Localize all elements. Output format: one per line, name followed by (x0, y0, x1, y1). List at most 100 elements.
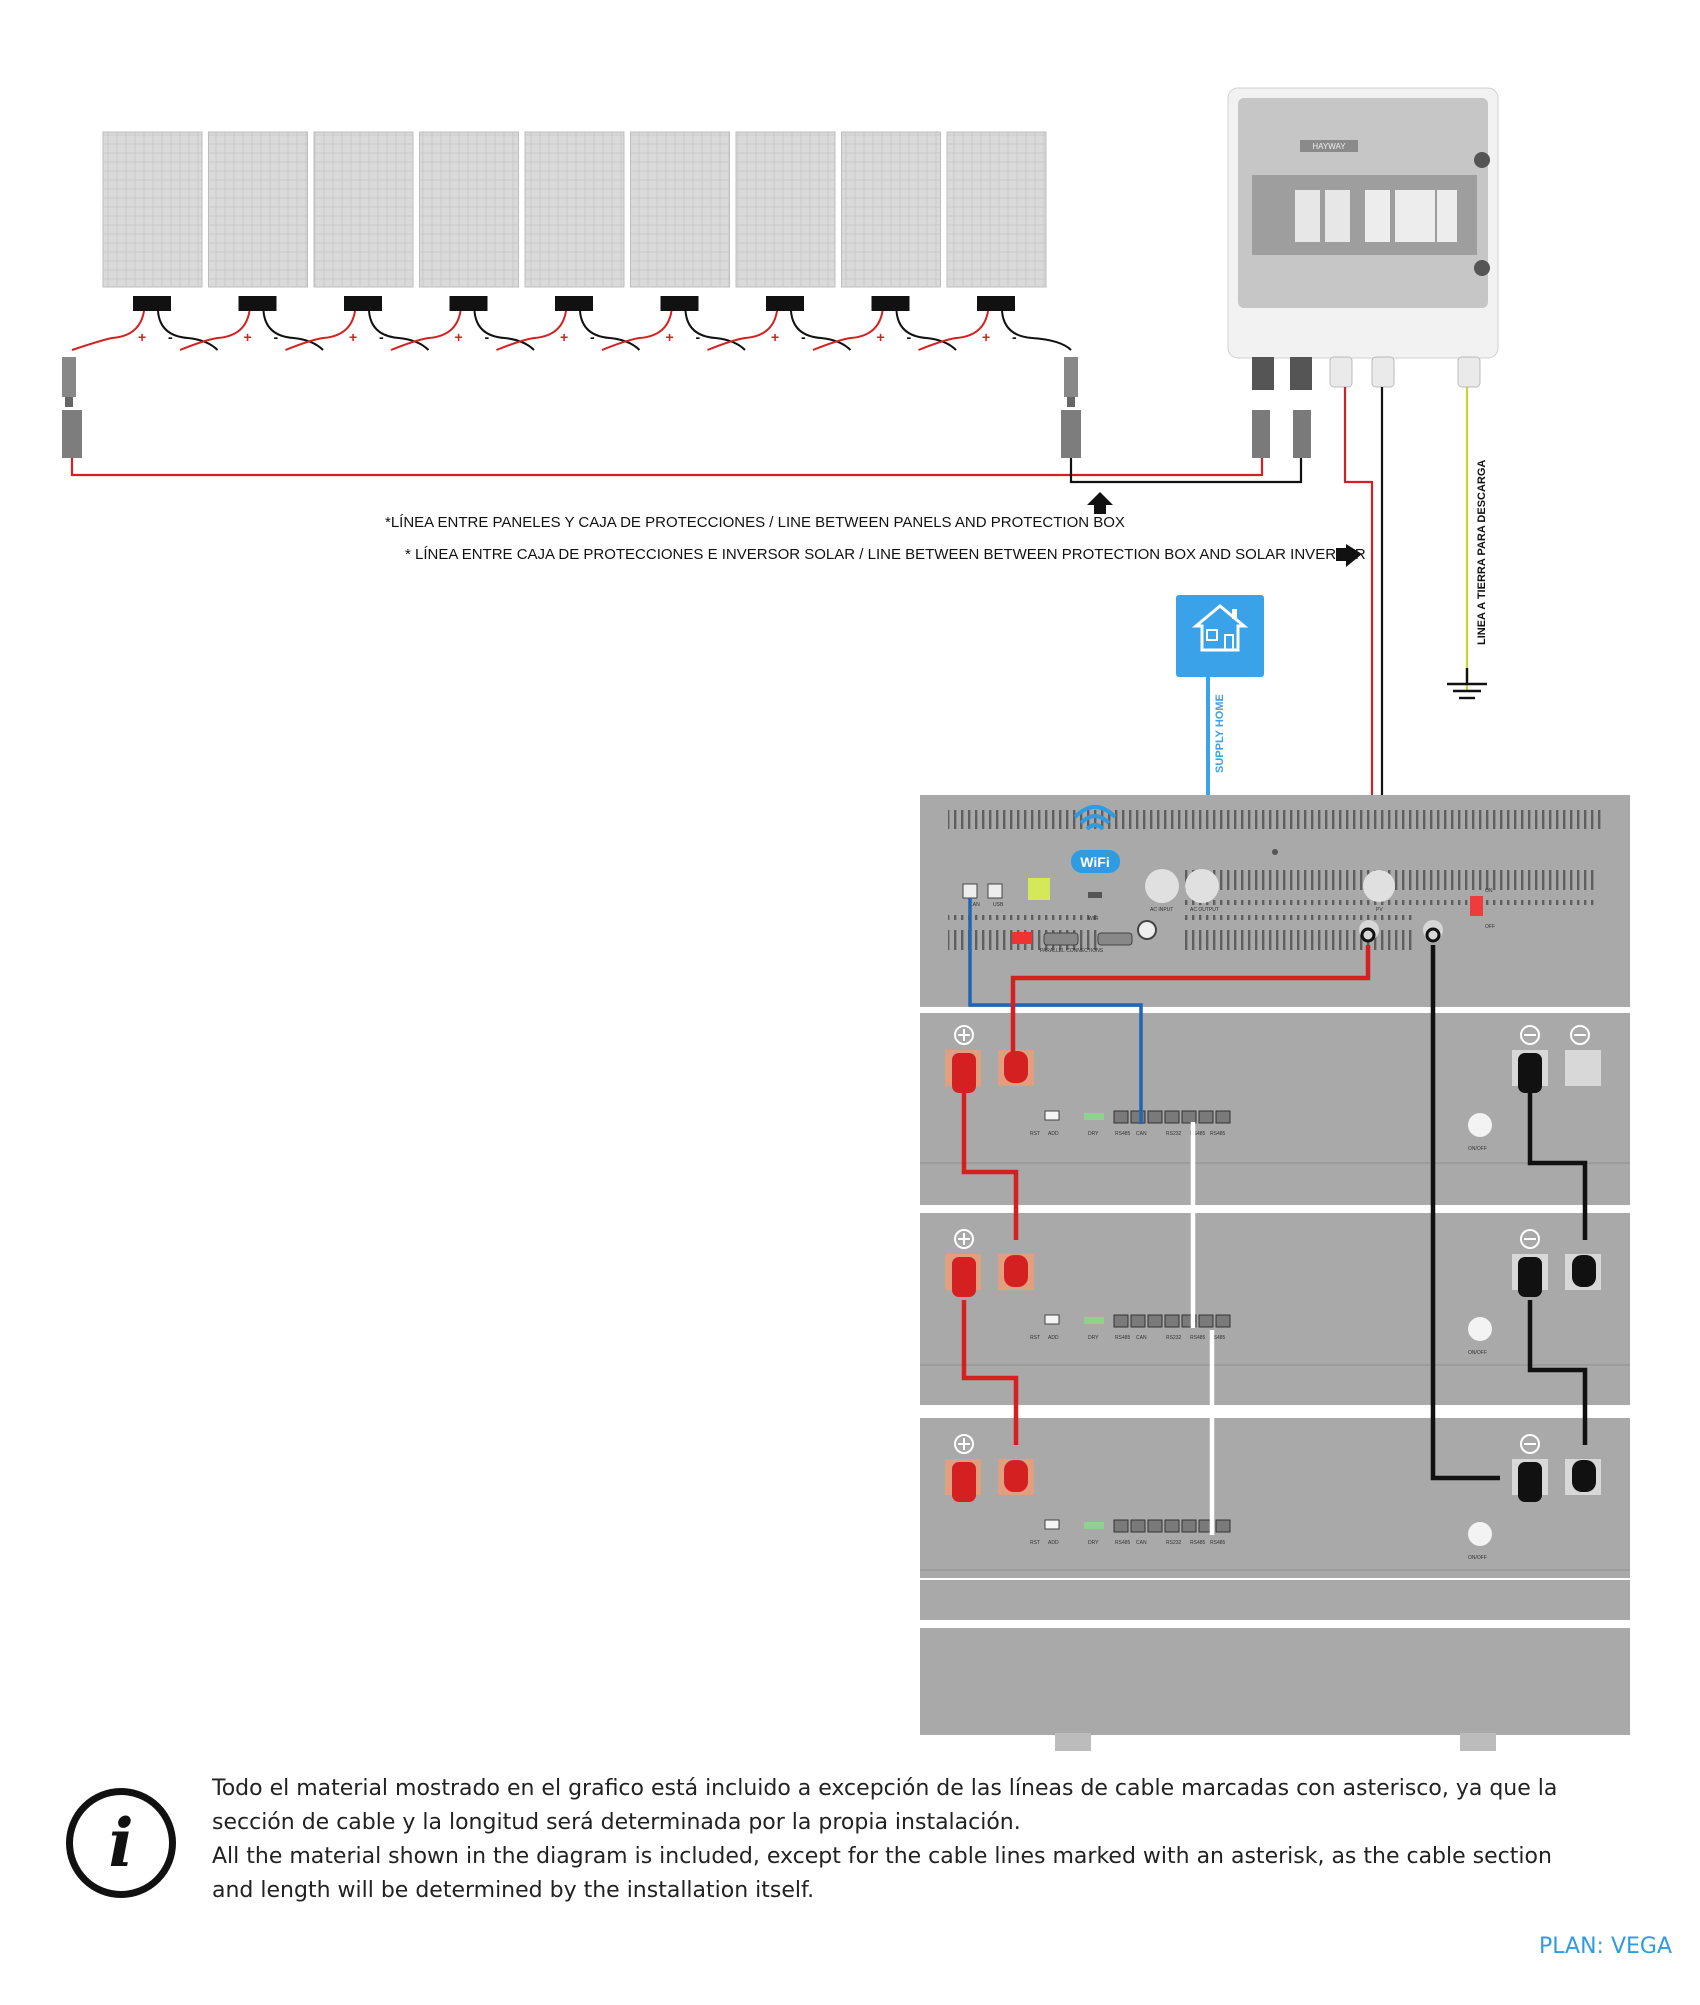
info-text-es-line1: Todo el material mostrado en el grafico … (212, 1776, 1558, 1801)
battery-port-label: RS485 (1190, 1335, 1206, 1341)
solar-panel: +- (601, 131, 746, 351)
battery-link-negative-1 (1527, 1088, 1588, 1240)
battery-link-positive-1 (961, 1088, 1019, 1240)
minus-sign: - (1012, 329, 1017, 345)
ac-input-label: AC INPUT (1150, 907, 1173, 913)
positive-symbol-icon (958, 1029, 970, 1041)
plus-sign: + (455, 329, 463, 345)
panel-positive-lead (179, 310, 251, 351)
mc4-connector-right (1061, 357, 1081, 458)
communication-cable (968, 898, 1143, 1124)
minus-sign: - (168, 329, 173, 345)
string-negative-cable (1069, 445, 1303, 484)
minus-sign: - (379, 329, 384, 345)
ground-icon (1447, 668, 1487, 700)
note-box-to-inverter: * LÍNEA ENTRE CAJA DE PROTECCIONES E INV… (405, 546, 1366, 563)
junction-box (977, 296, 1015, 311)
panel-negative-lead (368, 310, 430, 351)
on-label: ON (1485, 888, 1493, 894)
panel-positive-lead (285, 310, 356, 351)
battery-power-button[interactable] (1468, 1113, 1492, 1137)
panel-positive-lead (812, 310, 884, 351)
junction-box (344, 296, 382, 311)
battery-link-positive-2 (961, 1300, 1019, 1445)
junction-box (660, 296, 699, 311)
plan-label: PLAN: VEGA (1539, 1934, 1672, 1959)
parallel-label: PARALLEL CONNECTIONS (1040, 948, 1104, 954)
battery-port-label: CAN (1136, 1131, 1147, 1137)
panel-positive-lead (71, 310, 145, 351)
string-positive-cable (70, 445, 1264, 477)
plus-sign: + (560, 329, 568, 345)
minus-sign: - (274, 329, 279, 345)
info-text-en-line1: All the material shown in the diagram is… (212, 1844, 1552, 1869)
battery-port-label: RST (1030, 1540, 1040, 1546)
junction-box (133, 296, 171, 311)
battery-power-button[interactable] (1468, 1522, 1492, 1546)
panel-positive-lead (707, 310, 778, 351)
battery-link-negative-2 (1527, 1300, 1588, 1445)
pv-label: PV (1376, 907, 1383, 913)
info-icon: i (66, 1788, 176, 1898)
minus-sign: - (485, 329, 490, 345)
minus-sign: - (907, 329, 912, 345)
panel-negative-lead (1001, 310, 1072, 351)
note-panels-to-box: *LÍNEA ENTRE PANELES Y CAJA DE PROTECCIO… (385, 514, 1125, 531)
battery-port-label: ADD (1048, 1131, 1059, 1137)
battery-port-label: ADD (1048, 1540, 1059, 1546)
junction-box (238, 296, 277, 311)
off-label: OFF (1485, 924, 1495, 930)
panel-negative-lead (262, 310, 324, 351)
ac-output-label: AC OUTPUT (1190, 907, 1219, 913)
battery-comm-link (1190, 1122, 1215, 1535)
ground-line-label: LINEA A TIERRA PARA DESCARGA (1476, 459, 1488, 645)
right-arrow-icon (1336, 544, 1362, 567)
junction-box (555, 296, 593, 311)
info-text-en-line2: and length will be determined by the ins… (212, 1878, 815, 1903)
battery-port-label: RS485 (1115, 1335, 1131, 1341)
minus-sign: - (696, 329, 701, 345)
minus-sign: - (590, 329, 595, 345)
battery-power-button[interactable] (1468, 1317, 1492, 1341)
lan-label: LAN (970, 902, 980, 908)
hybrid-inverter: ON OFF LAN USB WIFI PARALLEL CONNECTIONS… (920, 795, 1630, 1007)
panel-positive-lead (390, 310, 462, 351)
battery-port-label: RS485 (1210, 1540, 1226, 1546)
solar-panel: +- (71, 131, 219, 351)
battery-port-label: RS232 (1166, 1131, 1182, 1137)
plus-sign: + (244, 329, 252, 345)
wifi-icon: WiFi (1071, 805, 1120, 873)
info-text-es-line2: sección de cable y la longitud será dete… (212, 1810, 1021, 1835)
panel-negative-lead (473, 310, 535, 351)
protection-box: HAYWAY (1227, 87, 1499, 458)
panel-negative-lead (157, 310, 219, 351)
solar-panel: +- (390, 131, 535, 351)
solar-panel: +- (285, 131, 430, 351)
up-arrow-icon (1087, 492, 1113, 514)
panel-negative-lead (684, 310, 746, 351)
battery-port-label: CAN (1136, 1540, 1147, 1546)
plus-sign: + (982, 329, 990, 345)
battery-port-label: CAN (1136, 1335, 1147, 1341)
onoff-label: ON/OFF (1468, 1350, 1487, 1356)
supply-home-label: SUPPLY HOME (1214, 694, 1226, 773)
battery-port-label: DRY (1088, 1335, 1099, 1341)
pv-negative-terminal (1425, 927, 1441, 943)
battery-port-label: RS485 (1190, 1131, 1206, 1137)
solar-panel: +- (812, 131, 957, 351)
pv-positive-cable (1343, 387, 1374, 870)
brand-label: HAYWAY (1312, 142, 1346, 151)
minus-sign: - (801, 329, 806, 345)
home-icon (1176, 595, 1264, 677)
battery-port-label: DRY (1088, 1131, 1099, 1137)
onoff-label: ON/OFF (1468, 1146, 1487, 1152)
junction-box (871, 296, 910, 311)
battery-cabinet (920, 1013, 1630, 1751)
positive-symbol-icon (958, 1438, 970, 1450)
wifi-text: WiFi (1080, 854, 1109, 870)
